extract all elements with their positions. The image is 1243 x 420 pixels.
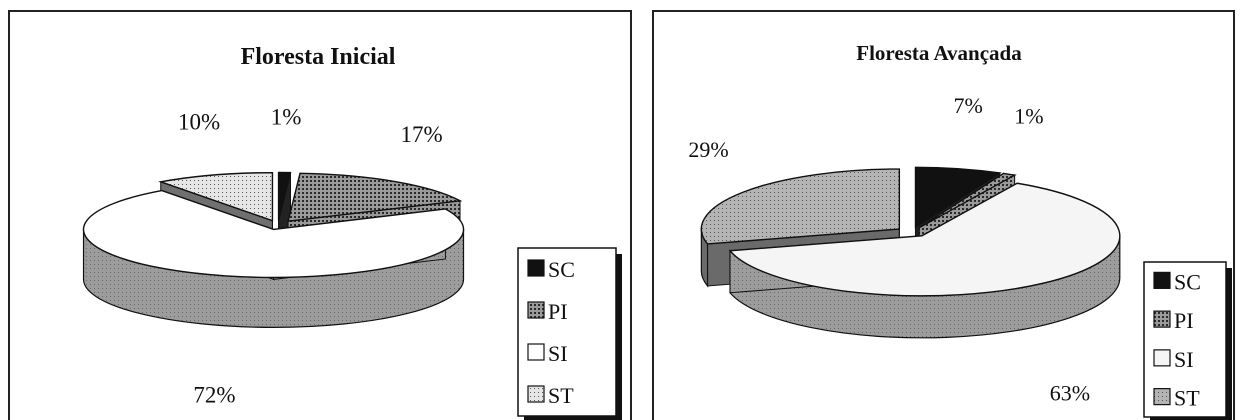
- legend-swatch-st: [1153, 388, 1171, 406]
- legend-swatch-sc: [1153, 271, 1171, 289]
- legend-label-st: ST: [1174, 386, 1200, 411]
- legend-swatch-sc: [527, 259, 545, 277]
- pie-top-pi: [918, 172, 1017, 229]
- pie-top-pi: [287, 172, 463, 223]
- pie-top-st: [158, 171, 274, 222]
- pie-top-sc: [277, 171, 292, 221]
- legend-swatch-pi: [527, 301, 545, 319]
- legend: SC PI SI ST: [1143, 261, 1232, 420]
- legend-swatch-st: [527, 385, 545, 403]
- chart-panel-floresta-avancada: Floresta Avançada 7% 1% 63% 29% SC PI SI ST: [652, 10, 1235, 420]
- legend-label-pi: PI: [548, 299, 568, 324]
- legend-label-pi: PI: [1174, 308, 1194, 333]
- pie-chart-floresta-inicial: Floresta Inicial 1% 17% 72% 10% SC PI SI ST: [82, 44, 622, 420]
- pie-top-si: [82, 189, 465, 279]
- chart-panel-floresta-inicial: Floresta Inicial 1% 17% 72% 10% SC PI SI ST: [8, 10, 632, 420]
- pie-top-st: [700, 168, 901, 245]
- chart-title: Floresta Inicial: [241, 44, 396, 70]
- pie-top-sc: [914, 166, 1002, 229]
- legend-swatch-si: [1153, 349, 1171, 367]
- legend-label-si: SI: [1174, 347, 1194, 372]
- pie-slice-si: [728, 182, 1121, 339]
- chart-title: Floresta Avançada: [856, 41, 1022, 65]
- data-label-sc: 7%: [954, 93, 983, 118]
- pie-top-si: [728, 182, 1121, 297]
- legend-swatch-si: [527, 343, 545, 361]
- legend-label-sc: SC: [1174, 269, 1201, 294]
- data-label-sc: 1%: [271, 105, 302, 130]
- pie-chart-floresta-avancada: Floresta Avançada 7% 1% 63% 29% SC PI SI ST: [688, 41, 1232, 420]
- data-label-st: 29%: [688, 137, 728, 162]
- legend: SC PI SI ST: [517, 247, 622, 420]
- legend-label-st: ST: [548, 383, 574, 408]
- legend-label-si: SI: [548, 341, 568, 366]
- data-label-pi: 1%: [1014, 103, 1043, 128]
- legend-label-sc: SC: [548, 257, 575, 282]
- pie-area: 1% 17% 72% 10%: [82, 105, 465, 407]
- pie-slice-si: [82, 189, 465, 329]
- data-label-si: 63%: [1050, 380, 1090, 405]
- data-label-pi: 17%: [401, 122, 443, 147]
- data-label-st: 10%: [178, 109, 220, 134]
- legend-swatch-pi: [1153, 310, 1171, 328]
- data-label-si: 72%: [193, 382, 235, 407]
- pie-area: 7% 1% 63% 29%: [688, 93, 1121, 405]
